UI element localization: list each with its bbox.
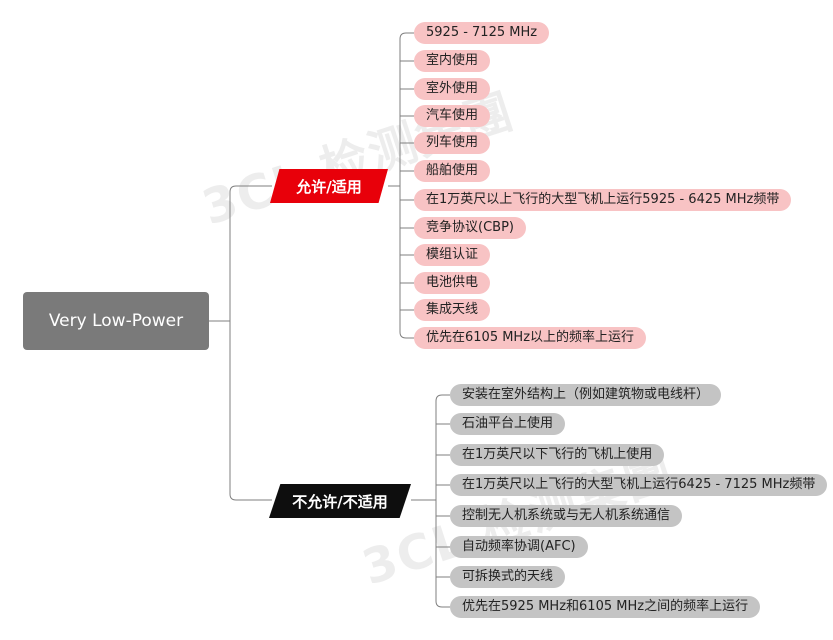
allowed-item: 优先在6105 MHz以上的频率上运行 <box>414 327 647 349</box>
allowed-item: 在1万英尺以上飞行的大型飞机上运行5925 - 6425 MHz频带 <box>414 189 792 211</box>
allowed-item: 列车使用 <box>414 132 491 154</box>
allowed-item: 竞争协议(CBP) <box>414 217 526 239</box>
allowed-item: 模组认证 <box>414 244 491 266</box>
not-allowed-item: 可拆换式的天线 <box>450 566 566 588</box>
not-allowed-item: 自动频率协调(AFC) <box>450 536 588 558</box>
allowed-item: 集成天线 <box>414 299 491 321</box>
not-allowed-item: 在1万英尺以下飞行的飞机上使用 <box>450 444 665 466</box>
not-allowed-item: 在1万英尺以上飞行的大型飞机上运行6425 - 7125 MHz频带 <box>450 474 828 496</box>
not-allowed-item: 控制无人机系统或与无人机系统通信 <box>450 505 683 527</box>
not-allowed-item: 石油平台上使用 <box>450 413 566 435</box>
allowed-item: 汽车使用 <box>414 105 491 127</box>
not-allowed-category: 不允许/不适用 <box>269 484 411 518</box>
allowed-category: 允许/适用 <box>270 169 388 203</box>
not-allowed-item: 安装在室外结构上（例如建筑物或电线杆） <box>450 384 722 406</box>
not-allowed-item: 优先在5925 MHz和6105 MHz之间的频率上运行 <box>450 596 761 618</box>
allowed-item: 室内使用 <box>414 50 491 72</box>
allowed-item: 船舶使用 <box>414 160 491 182</box>
allowed-item: 5925 - 7125 MHz <box>414 22 550 44</box>
allowed-item: 电池供电 <box>414 272 491 294</box>
allowed-item: 室外使用 <box>414 78 491 100</box>
root-node: Very Low-Power <box>23 292 209 350</box>
